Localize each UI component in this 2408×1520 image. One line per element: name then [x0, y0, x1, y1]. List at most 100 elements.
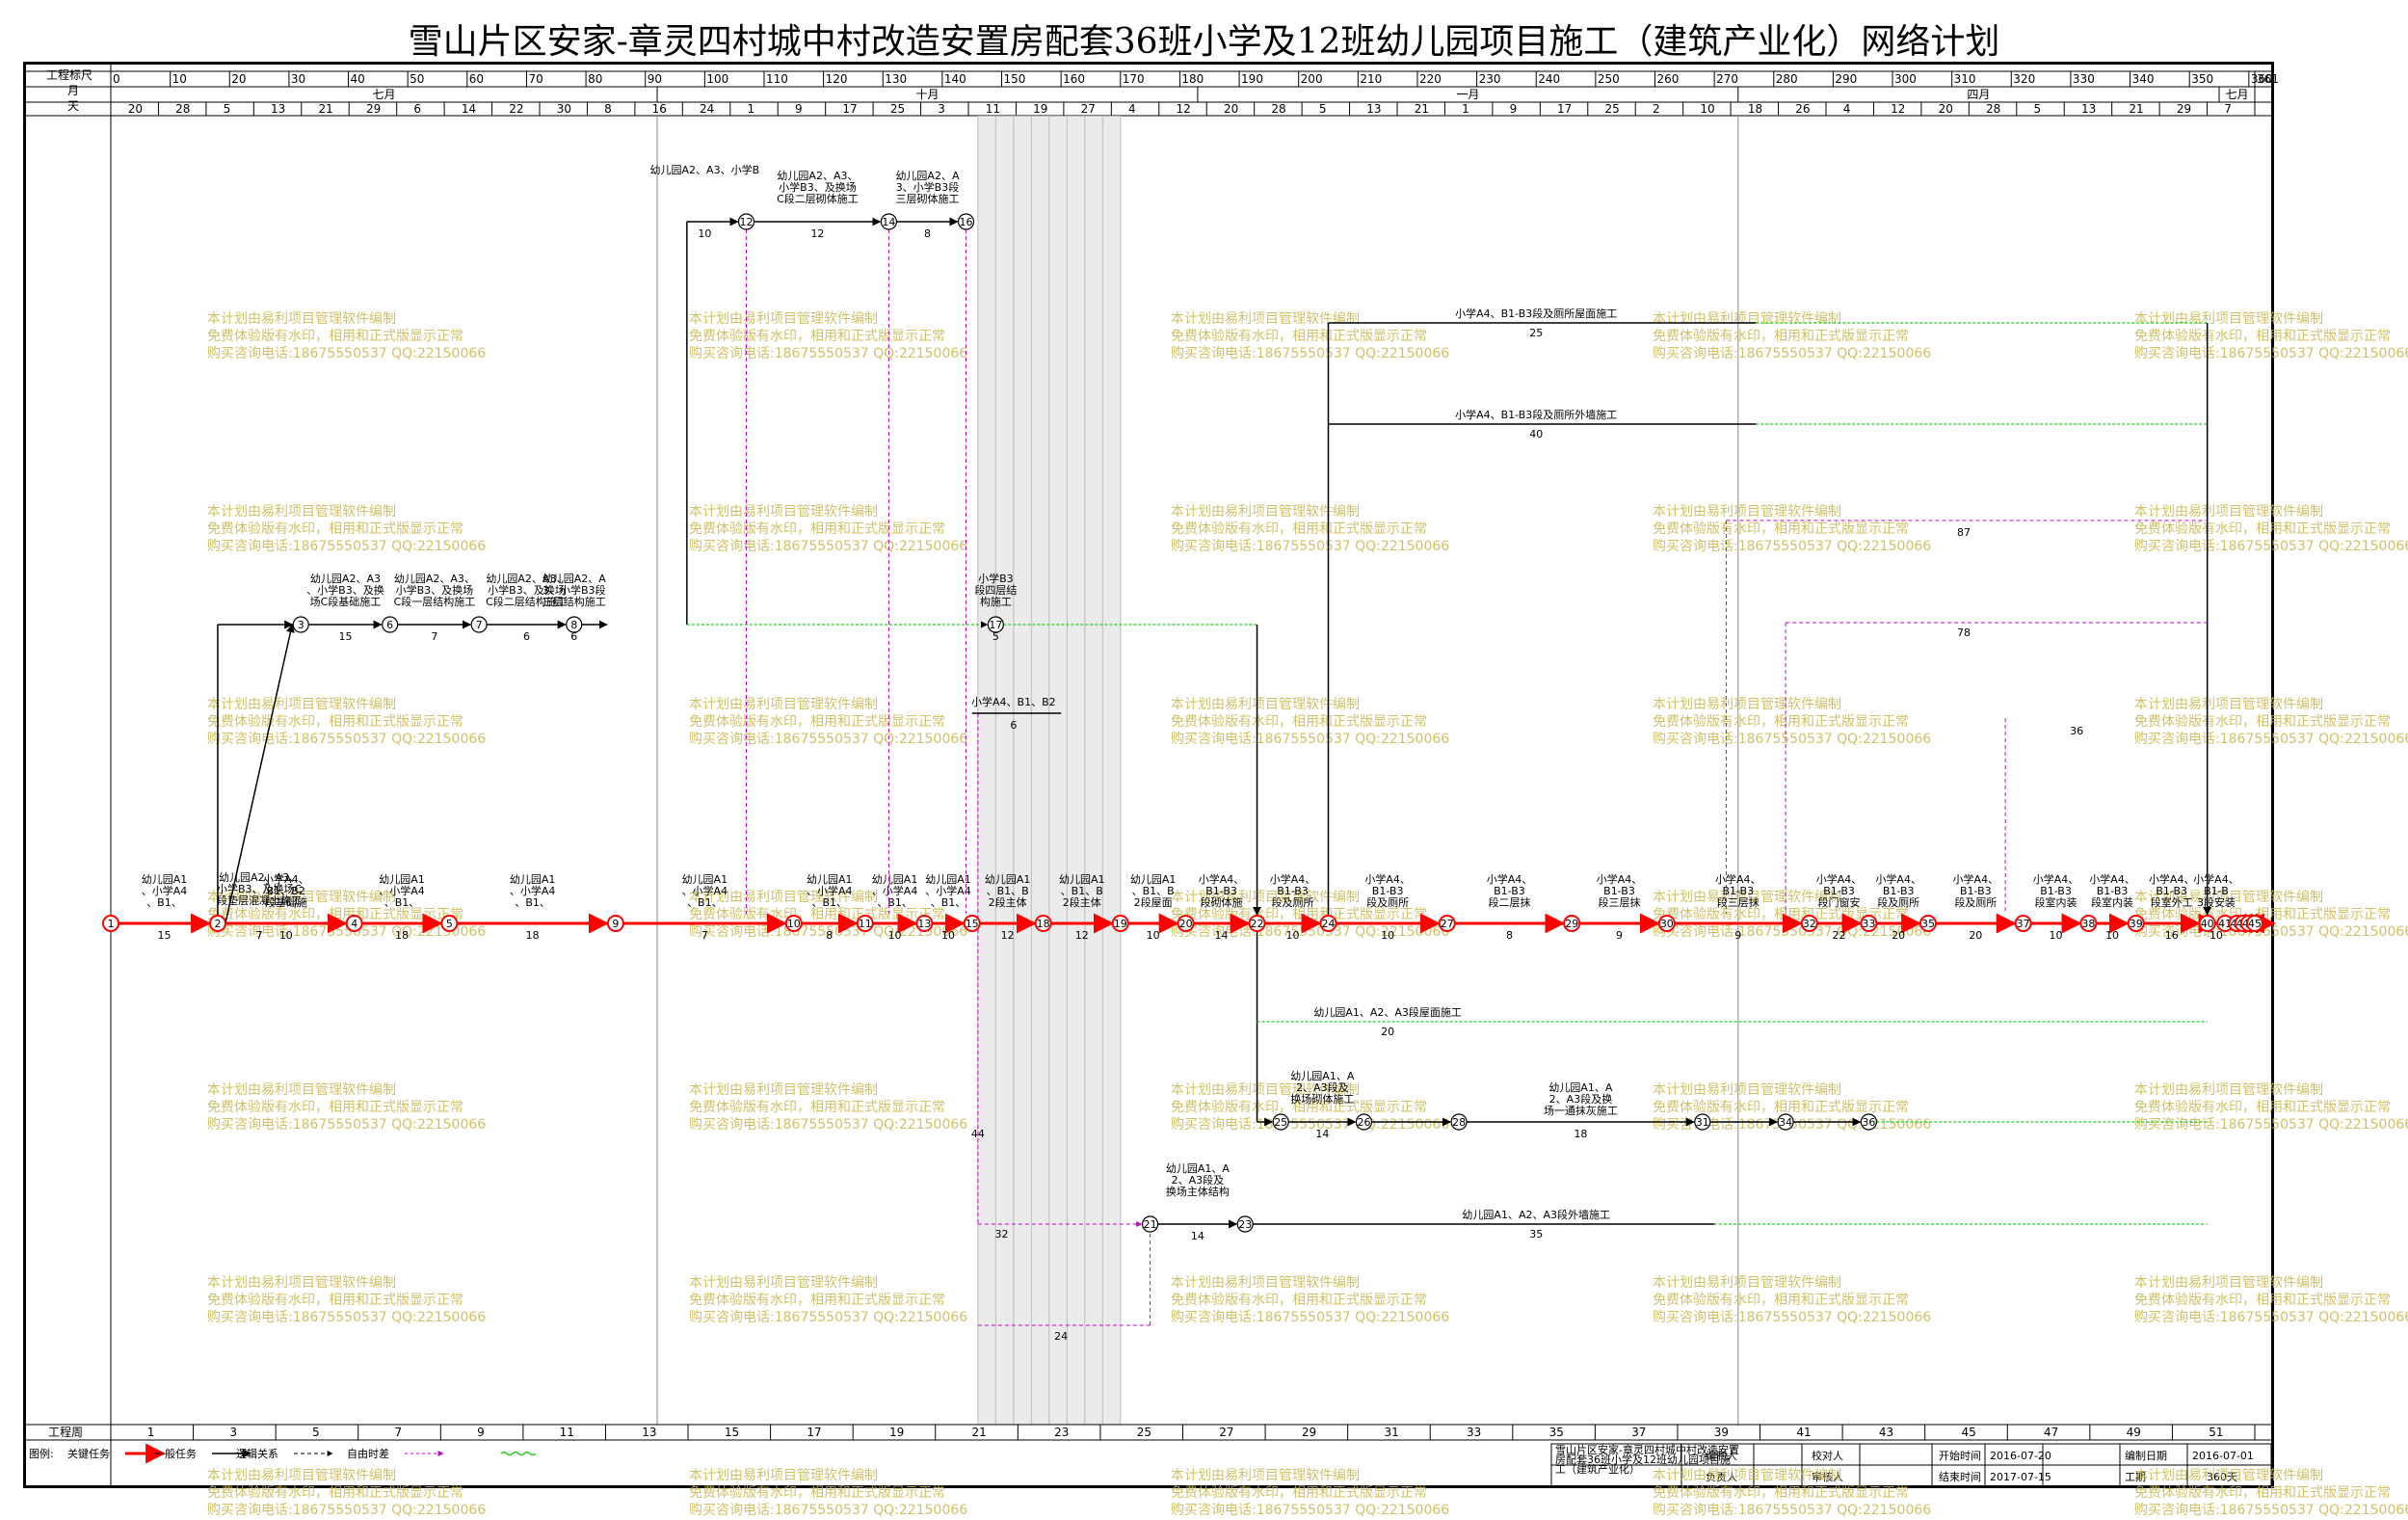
day-label: 9 [1510, 102, 1518, 116]
watermark-text: 免费体验版有水印，相用和正式版显示正常 [207, 329, 463, 344]
task-label: 、B1、 [877, 896, 913, 909]
task-label: 幼儿园A2、A3 [310, 573, 381, 585]
task-label: 段及厕所 [1877, 895, 1919, 909]
ruler-tick-label: 250 [1598, 72, 1620, 86]
task-label: 小学A4、 [1199, 872, 1245, 886]
watermark-text: 免费体验版有水印，相用和正式版显示正常 [1653, 1485, 1909, 1501]
watermark-text: 本计划由易利项目管理软件编制 [1171, 311, 1360, 327]
watermark-text: 本计划由易利项目管理软件编制 [207, 1468, 396, 1483]
watermark-text: 免费体验版有水印，相用和正式版显示正常 [1653, 1293, 1909, 1308]
task-duration: 8 [1506, 929, 1513, 942]
task-duration: 6 [523, 630, 530, 643]
event-node-label: 9 [612, 918, 619, 930]
task-duration: 6 [1010, 719, 1017, 732]
watermark-text: 购买咨询电话:18675550537 QQ:22150066 [2134, 1310, 2408, 1325]
info-end-label: 结束时间 [1939, 1471, 1981, 1483]
event-node [1272, 1113, 1289, 1131]
ruler-tick-label: 150 [1004, 72, 1026, 86]
task-label: 小学A4、 [2149, 872, 2195, 886]
event-node-label: 37 [2017, 918, 2030, 930]
day-label: 5 [224, 102, 231, 116]
task-duration: 15 [338, 630, 352, 643]
ruler-tick-label: 130 [885, 72, 907, 86]
task-duration: 10 [1147, 929, 1160, 942]
event-node-label: 21 [1144, 1218, 1157, 1231]
task-label: 幼儿园A1 [510, 873, 556, 886]
event-node [856, 915, 874, 932]
info-project-name: 工（建筑产业化） [1555, 1462, 1640, 1476]
event-node-label: 29 [1565, 918, 1578, 930]
day-label: 17 [1557, 102, 1572, 116]
watermark-text: 本计划由易利项目管理软件编制 [2134, 311, 2323, 327]
watermark-text: 购买咨询电话:18675550537 QQ:22150066 [689, 346, 967, 361]
day-label: 1 [748, 102, 755, 116]
watermark-text: 购买咨询电话:18675550537 QQ:22150066 [207, 1310, 486, 1325]
task-label: B1、B2 [267, 885, 305, 897]
ruler-tick-label: 270 [1716, 72, 1738, 86]
ruler-tick-label: 240 [1538, 72, 1560, 86]
ruler-tick-label: 310 [1954, 72, 1976, 86]
task-label: B1-B3 [1603, 885, 1635, 897]
watermark-text: 本计划由易利项目管理软件编制 [207, 1275, 396, 1291]
watermark-text: 免费体验版有水印，相用和正式版显示正常 [2134, 1485, 2391, 1501]
event-node-label: 39 [2130, 918, 2143, 930]
ruler-tick-label: 200 [1301, 72, 1323, 86]
task-label: 、B1、B [1061, 885, 1103, 897]
event-node-label: 7 [476, 619, 483, 631]
week-label: 11 [560, 1426, 574, 1439]
event-node-label: 35 [1921, 918, 1935, 930]
event-node-label: 19 [1114, 918, 1127, 930]
task-duration: 22 [1833, 929, 1846, 942]
task-label: C段二层砌体施工 [777, 192, 859, 205]
event-node-label: 2 [214, 918, 221, 930]
month-label: 四月 [1967, 88, 1990, 101]
event-node-label: 41 [2218, 918, 2232, 930]
task-label: 段及厕所 [1366, 895, 1409, 909]
task-label: 、小学A4 [510, 884, 556, 897]
watermark-text: 本计划由易利项目管理软件编制 [689, 311, 878, 327]
day-label: 6 [413, 102, 421, 116]
task-label: B1-B3 [2156, 885, 2187, 897]
day-label: 20 [1939, 102, 1953, 116]
task-label: 小学A4、 [1364, 872, 1411, 886]
task-duration: 6 [570, 630, 577, 643]
task-label: 小学A4、 [1715, 872, 1761, 886]
task-label: 幼儿园A1、A2、A3段外墙施工 [1462, 1208, 1610, 1221]
task-duration: 7 [256, 929, 263, 942]
task-label: 3、小学B3段 [542, 583, 606, 597]
task-label: 2、A3段及 [1172, 1173, 1225, 1187]
task-label: 幼儿园A1 [925, 873, 971, 886]
event-node [102, 915, 119, 932]
event-node-label: 31 [1696, 1116, 1709, 1129]
task-label: 场一通抹灰施工 [1544, 1104, 1618, 1117]
watermark-text: 本计划由易利项目管理软件编制 [1171, 1468, 1360, 1483]
event-node [1657, 915, 1676, 932]
task-label: 、B1、B [1132, 885, 1175, 897]
watermark-text: 购买咨询电话:18675550537 QQ:22150066 [1653, 539, 1931, 554]
day-label: 25 [1605, 102, 1620, 116]
task-label: 段垫层混凝土施工 [217, 893, 302, 907]
watermark-text: 购买咨询电话:18675550537 QQ:22150066 [1171, 1310, 1449, 1325]
day-label: 12 [1891, 102, 1905, 116]
week-label: 37 [1631, 1426, 1646, 1439]
day-label: 21 [319, 102, 333, 116]
task-label: B1-B3 [1883, 885, 1915, 897]
event-node [292, 616, 309, 633]
day-label: 1 [1462, 102, 1469, 116]
task-duration: 7 [701, 929, 708, 942]
task-label: 、B1、 [515, 896, 550, 909]
task-label: 幼儿园A1 [985, 873, 1031, 886]
watermark-text: 免费体验版有水印，相用和正式版显示正常 [689, 1293, 945, 1308]
task-duration: 5 [992, 630, 999, 643]
task-label: 、小学A4 [925, 884, 971, 897]
watermark-text: 本计划由易利项目管理软件编制 [2134, 697, 2323, 712]
task-label: 幼儿园A1 [872, 873, 918, 886]
event-node-label: 45 [2248, 918, 2262, 930]
day-label: 28 [175, 102, 190, 116]
event-node [1450, 1113, 1468, 1131]
task-duration: 16 [2165, 929, 2179, 942]
day-label: 10 [1700, 102, 1714, 116]
watermark-text: 购买咨询电话:18675550537 QQ:22150066 [1171, 924, 1449, 940]
task-duration: 18 [395, 929, 409, 942]
task-label: 三层结构施工 [542, 595, 606, 608]
